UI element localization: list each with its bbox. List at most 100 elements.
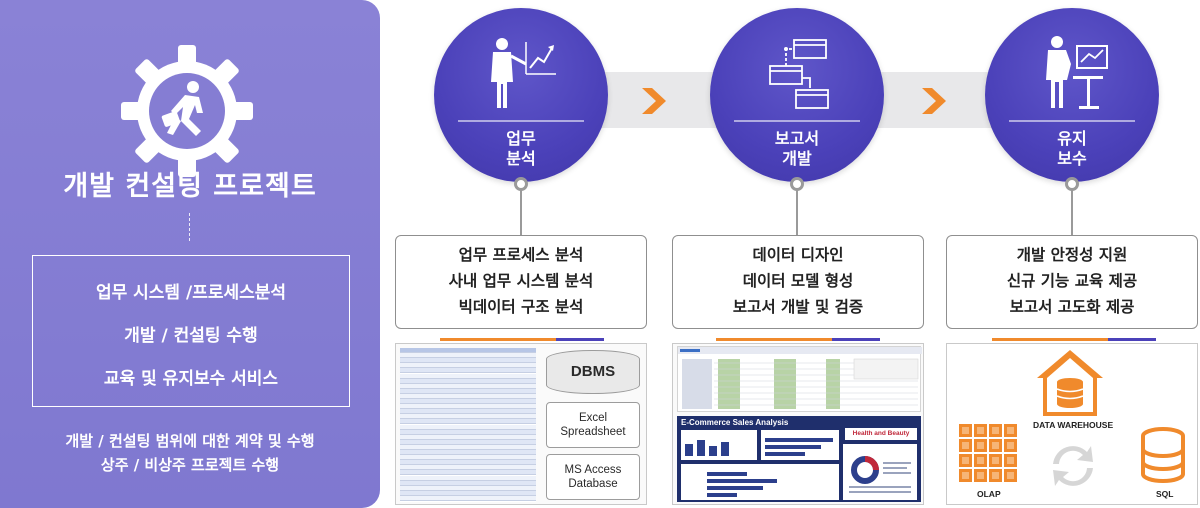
scope-line: 상주 / 비상주 프로젝트 수행	[100, 456, 280, 474]
description-line: 데이터 디자인	[752, 246, 844, 264]
spreadsheet-row	[400, 465, 536, 471]
spreadsheet-row	[400, 480, 536, 486]
spreadsheet-row	[400, 439, 536, 445]
spreadsheet-row	[400, 388, 536, 394]
dashboard-panel: E-Commerce Sales Analysis	[677, 416, 921, 502]
accent-bar	[832, 338, 880, 341]
spreadsheet-row	[400, 409, 536, 415]
step-circle-report: 보고서 개발	[710, 8, 884, 182]
olap-cube-icon	[959, 424, 1017, 482]
olap-cell-face	[1007, 457, 1014, 464]
accent-bar	[1108, 338, 1156, 341]
olap-cell-face	[977, 442, 984, 449]
step-label: 보고서 개발	[710, 129, 884, 169]
spreadsheet-row	[400, 485, 536, 491]
excel-box: Excel Spreadsheet	[546, 402, 640, 448]
spreadsheet-row	[400, 348, 536, 353]
accent-bar	[440, 338, 556, 341]
step-label-line: 보수	[1057, 149, 1087, 168]
circle-divider	[458, 120, 584, 122]
spreadsheet-row	[400, 450, 536, 455]
scope-line: 개발 / 컨설팅 범위에 대한 계약 및 수행	[65, 432, 315, 450]
excel-label: Excel	[578, 412, 608, 424]
description-line: 보고서 고도화 제공	[1009, 298, 1135, 316]
spreadsheet-row	[400, 490, 536, 496]
dashed-connector	[189, 213, 190, 241]
step-label: 유지 보수	[985, 129, 1159, 169]
dashboard-graphics	[681, 430, 917, 500]
spreadsheet-row	[400, 399, 536, 404]
accent-bar	[716, 338, 832, 341]
spreadsheet-row	[400, 378, 536, 384]
warehouse-thumbnail: DATA WAREHOUSE OLAP SQL	[946, 343, 1198, 505]
step-label-line: 업무	[506, 129, 536, 148]
spreadsheet-row	[400, 414, 536, 420]
spreadsheet-row	[400, 404, 536, 410]
spreadsheet-row	[400, 495, 536, 501]
data-warehouse-label: DATA WAREHOUSE	[1033, 420, 1114, 430]
olap-label: OLAP	[977, 489, 1001, 499]
description-line: 데이터 모델 형성	[742, 272, 854, 290]
description-box-analysis: 업무 프로세스 분석 사내 업무 시스템 분석 빅데이터 구조 분석	[395, 235, 647, 329]
sync-arrows-icon	[1053, 446, 1093, 486]
flowchart-icon	[769, 39, 829, 109]
olap-cell-face	[992, 427, 999, 434]
step-label-line: 보고서	[774, 129, 820, 148]
step-circle-analysis: 업무 분석	[434, 8, 608, 182]
gear-runner-icon	[121, 45, 253, 177]
spreadsheet-row	[400, 424, 536, 430]
spreadsheet-row	[400, 455, 536, 461]
spreadsheet-row	[400, 373, 536, 379]
person-at-screen-icon	[1046, 36, 1108, 109]
spreadsheet-row	[400, 353, 536, 359]
step-label: 업무 분석	[434, 129, 608, 169]
chevron-right-icon	[922, 88, 946, 114]
dbms-cylinder: DBMS	[546, 350, 640, 394]
dashboard-title: E-Commerce Sales Analysis	[681, 418, 789, 427]
dashboard-subtitle: Health and Beauty	[845, 428, 917, 440]
step-label-line: 유지	[1057, 129, 1087, 148]
service-item: 개발 / 컨설팅 수행	[124, 326, 258, 346]
description-box-maintenance: 개발 안정성 지원 신규 기능 교육 제공 보고서 고도화 제공	[946, 235, 1198, 329]
panel-title: 개발 컨설팅 프로젝트	[63, 171, 317, 202]
dashboard-thumbnail: E-Commerce Sales Analysis	[672, 343, 924, 505]
step-label-line: 분석	[506, 149, 536, 168]
service-item: 업무 시스템 /프로세스분석	[95, 283, 287, 303]
spreadsheet-preview	[400, 348, 536, 502]
olap-cell-face	[977, 427, 984, 434]
description-line: 빅데이터 구조 분석	[458, 298, 584, 316]
spreadsheet-row	[400, 475, 536, 481]
excel-label: Spreadsheet	[560, 426, 626, 438]
access-box: MS Access Database	[546, 454, 640, 500]
spreadsheet-row	[400, 470, 536, 476]
accent-bar	[992, 338, 1108, 341]
connector-dot	[1065, 177, 1079, 191]
service-item: 교육 및 유지보수 서비스	[103, 369, 279, 389]
circle-divider	[734, 120, 860, 122]
olap-cell-face	[1007, 472, 1014, 479]
sql-database-icon	[1141, 427, 1185, 483]
olap-cell-face	[977, 472, 984, 479]
olap-cell-face	[1007, 427, 1014, 434]
description-line: 보고서 개발 및 검증	[732, 298, 864, 316]
olap-cell-face	[962, 472, 969, 479]
spreadsheet-row	[400, 368, 536, 374]
spreadsheet-row	[400, 444, 536, 450]
spreadsheet-row	[400, 434, 536, 440]
description-box-report: 데이터 디자인 데이터 모델 형성 보고서 개발 및 검증	[672, 235, 924, 329]
dbms-label: DBMS	[570, 363, 616, 380]
spreadsheet-row	[400, 429, 536, 435]
olap-cell-face	[1007, 442, 1014, 449]
step-label-line: 개발	[782, 149, 812, 168]
spreadsheet-row	[400, 460, 536, 466]
data-warehouse-icon	[1037, 350, 1103, 416]
circle-divider	[1009, 120, 1135, 122]
spreadsheet-row	[400, 419, 536, 425]
connector-dot	[514, 177, 528, 191]
data-sources-thumbnail: DBMS Excel Spreadsheet MS Access Databas…	[395, 343, 647, 505]
presenter-chart-icon	[491, 38, 556, 108]
description-line: 개발 안정성 지원	[1016, 246, 1128, 264]
access-label: Database	[568, 478, 618, 490]
connector-dot	[790, 177, 804, 191]
olap-cell-face	[977, 457, 984, 464]
